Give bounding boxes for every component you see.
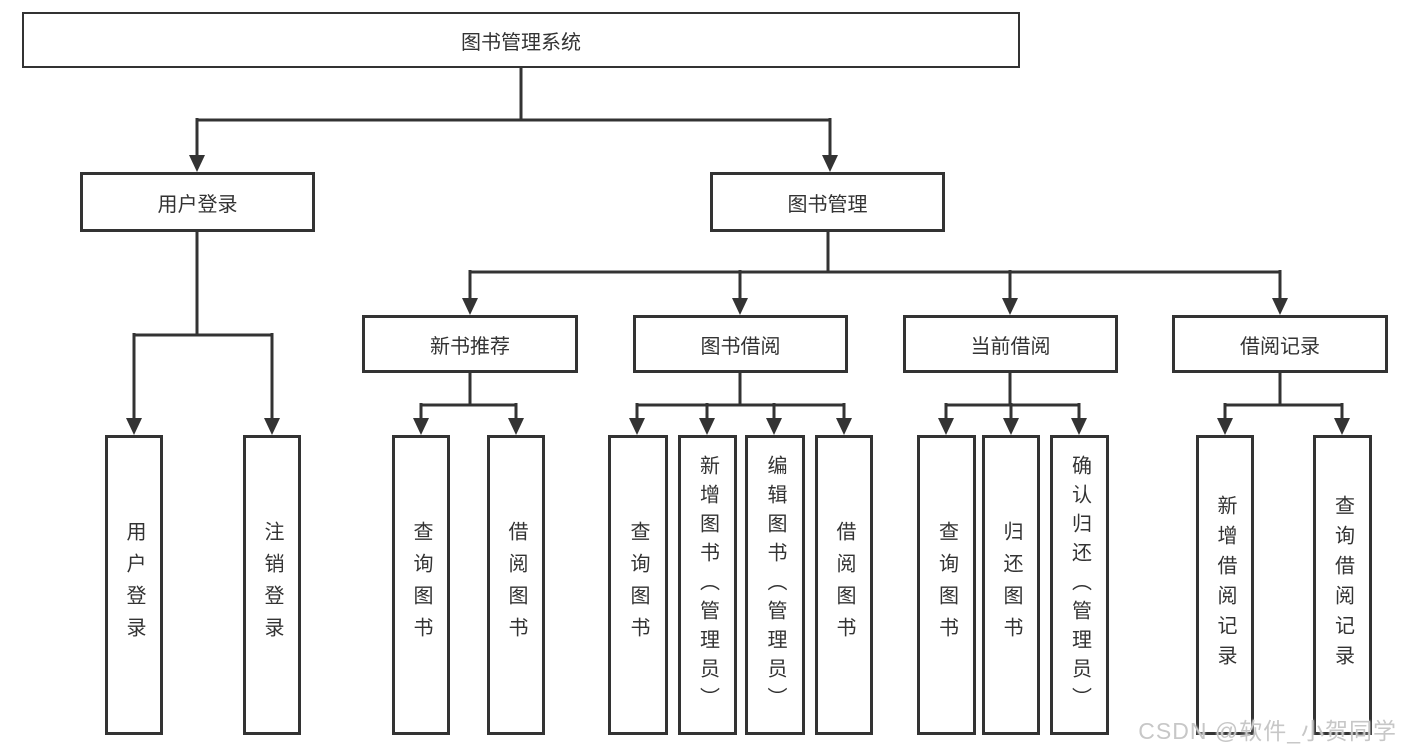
arrow-down-icon [836, 418, 852, 435]
node-label: 新书推荐 [430, 335, 510, 358]
node-label: 图书借阅 [700, 335, 781, 358]
connector-paths [132, 68, 1344, 421]
arrow-down-icon [822, 155, 838, 172]
arrow-down-icon [699, 418, 715, 435]
node-label: 编辑图书（管理员） [764, 454, 786, 716]
node-label: 新增图书（管理员） [696, 454, 719, 716]
leaf-borrow-books: 借阅图书 [815, 435, 873, 735]
arrow-down-icon [126, 418, 142, 435]
arrow-down-icon [508, 418, 524, 435]
node-label: 借阅图书 [505, 521, 527, 649]
node-root: 图书管理系统 [22, 12, 1020, 68]
node-label: 注销登录 [261, 521, 283, 649]
node-label: 当前借阅 [970, 335, 1051, 358]
arrow-down-icon [1272, 298, 1288, 315]
node-label: 图书管理系统 [461, 31, 581, 54]
node-label: 借阅图书 [833, 521, 855, 649]
node-book-borrow: 图书借阅 [633, 315, 848, 373]
node-label: 查询图书 [410, 521, 432, 649]
node-label: 图书管理 [787, 193, 868, 216]
leaf-user-login: 用户登录 [105, 435, 163, 735]
node-label: 确认归还（管理员） [1068, 454, 1091, 716]
node-label: 查询借阅记录 [1331, 495, 1354, 675]
leaf-logout: 注销登录 [243, 435, 301, 735]
arrow-down-icon [766, 418, 782, 435]
arrow-down-icon [413, 418, 429, 435]
node-borrow-records: 借阅记录 [1172, 315, 1388, 373]
leaf-query-books-borrow: 查询图书 [608, 435, 668, 735]
node-label: 新增借阅记录 [1214, 495, 1236, 675]
arrow-down-icon [629, 418, 645, 435]
leaf-add-borrow-record: 新增借阅记录 [1196, 435, 1254, 735]
arrowhead-icons [126, 155, 1350, 435]
node-label: 用户登录 [123, 521, 145, 649]
arrow-down-icon [1003, 418, 1019, 435]
arrow-down-icon [189, 155, 205, 172]
leaf-return-books: 归还图书 [982, 435, 1040, 735]
arrow-down-icon [1217, 418, 1233, 435]
leaf-query-books-current: 查询图书 [917, 435, 976, 735]
leaf-edit-book-admin: 编辑图书（管理员） [745, 435, 805, 735]
node-new-book-recommend: 新书推荐 [362, 315, 578, 373]
watermark-text: CSDN @软件_小贺同学 [1138, 718, 1397, 744]
node-label: 归还图书 [1000, 521, 1022, 649]
arrow-down-icon [1002, 298, 1018, 315]
node-label: 借阅记录 [1240, 335, 1320, 358]
leaf-confirm-return-admin: 确认归还（管理员） [1050, 435, 1109, 735]
node-label: 查询图书 [935, 521, 958, 649]
node-label: 用户登录 [157, 193, 238, 216]
node-user-login: 用户登录 [80, 172, 315, 232]
arrow-down-icon [462, 298, 478, 315]
arrow-down-icon [1334, 418, 1350, 435]
leaf-add-book-admin: 新增图书（管理员） [678, 435, 737, 735]
arrow-down-icon [1071, 418, 1087, 435]
leaf-query-borrow-record: 查询借阅记录 [1313, 435, 1372, 735]
node-book-management: 图书管理 [710, 172, 945, 232]
arrow-down-icon [938, 418, 954, 435]
node-label: 查询图书 [627, 521, 649, 649]
leaf-query-books-recommend: 查询图书 [392, 435, 450, 735]
node-current-borrow: 当前借阅 [903, 315, 1118, 373]
arrow-down-icon [732, 298, 748, 315]
leaf-borrow-books-recommend: 借阅图书 [487, 435, 545, 735]
arrow-down-icon [264, 418, 280, 435]
